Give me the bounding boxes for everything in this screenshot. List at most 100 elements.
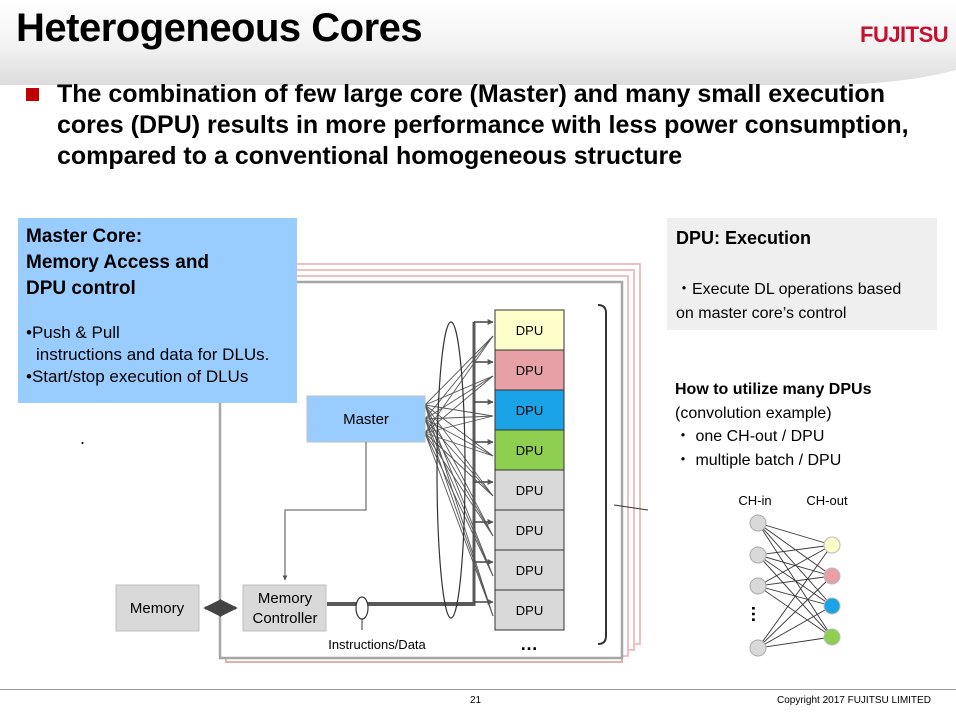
nn-output-node-4 <box>823 628 841 646</box>
dpu-callout-heading: DPU: Execution <box>676 228 812 248</box>
how-to-section: How to utilize many DPUs (convolution ex… <box>675 378 871 472</box>
nn-edge-4-2 <box>757 575 833 649</box>
how-to-item-1: ・ one CH-out / DPU <box>675 428 825 445</box>
dpu-cell-label-4: DPU <box>516 443 543 458</box>
copyright: Copyright 2017 FUJITSU LIMITED <box>777 695 931 706</box>
nn-nodes <box>749 514 841 657</box>
master-box <box>306 395 426 443</box>
title-curve <box>0 70 956 112</box>
nn-edge-2-1 <box>757 544 833 556</box>
how-to-subheading: (convolution example) <box>675 404 832 422</box>
nn-edge-3-2 <box>757 575 833 587</box>
fan-line-7-3 <box>424 432 494 577</box>
fan-line-8-3 <box>424 432 494 617</box>
fan-line-6-3 <box>424 432 494 537</box>
fan-line-6-1 <box>424 404 494 537</box>
fan-line-2-3 <box>424 375 494 434</box>
fan-line-7-2 <box>424 418 494 577</box>
bullet-square-icon <box>26 88 39 101</box>
fan-line-4-1 <box>424 404 494 457</box>
fan-line-4-2 <box>424 418 494 457</box>
fan-line-7-1 <box>424 404 494 577</box>
fan-line-4-3 <box>424 432 494 457</box>
master-callout-item-2-text: Start/stop execution of DLUs <box>31 367 249 386</box>
memory-controller-box <box>242 584 327 632</box>
master-callout-heading-2: Memory Access and <box>26 252 210 273</box>
dpu-cell-label-6: DPU <box>516 523 543 538</box>
master-callout-item-1: •Push & Pull <box>26 323 120 342</box>
bus-label: Instructions/Data <box>328 637 426 652</box>
footer-divider <box>0 689 956 690</box>
memctrl-label-line2: Controller <box>252 610 317 627</box>
nn-edge-1-2 <box>757 522 833 577</box>
fan-line-1-3 <box>424 335 494 434</box>
nn-connections <box>757 522 833 649</box>
dpu-execution-callout: DPU: Execution ・Execute DL operations ba… <box>667 218 937 330</box>
bus-taps <box>474 319 494 605</box>
nn-output-node-1 <box>823 536 841 554</box>
how-to-heading: How to utilize many DPUs <box>675 381 872 398</box>
nn-output-node-2 <box>823 567 841 585</box>
master-callout-item-1-line1: Push & Pull <box>31 323 120 342</box>
dpu-bracket <box>597 304 607 645</box>
nn-edge-2-3 <box>757 554 833 607</box>
fan-line-5-3 <box>424 432 494 497</box>
fan-line-1-1 <box>424 335 494 406</box>
fujitsu-logo: FUJITSU <box>860 22 949 47</box>
dpu-callout-line-1: ・Execute DL operations based <box>676 281 902 298</box>
dpu-cell-1 <box>494 309 565 351</box>
dpu-cell-label-2: DPU <box>516 363 543 378</box>
nn-edge-3-1 <box>757 544 833 587</box>
fan-line-3-3 <box>424 415 494 434</box>
fan-line-3-2 <box>424 415 494 420</box>
page-number: 21 <box>470 695 482 706</box>
fan-line-8-1 <box>424 404 494 617</box>
master-fan-lines <box>424 335 494 617</box>
page-title: Heterogeneous Cores <box>16 6 423 50</box>
fan-line-5-1 <box>424 404 494 497</box>
nn-input-node-2 <box>749 546 767 564</box>
master-to-memctrl-arrow <box>282 442 367 581</box>
nn-input-node-1 <box>749 514 767 532</box>
master-core-callout: Master Core: Memory Access and DPU contr… <box>18 218 297 403</box>
memory-label: Memory <box>130 600 185 617</box>
fan-line-3-1 <box>424 404 494 417</box>
nn-edge-1-1 <box>757 522 833 546</box>
fan-line-5-2 <box>424 418 494 497</box>
dpu-ellipsis: … <box>520 634 538 654</box>
nn-out-label: CH-out <box>806 493 848 508</box>
dpu-cell-label-8: DPU <box>516 603 543 618</box>
dpu-cell-3 <box>494 389 565 431</box>
lead-text: The combination of few large core (Maste… <box>57 80 909 170</box>
bracket-pointer <box>613 504 649 511</box>
fan-line-6-2 <box>424 418 494 537</box>
nn-in-label: CH-in <box>738 493 771 508</box>
stray-mark: . <box>80 428 86 448</box>
dpu-cell-6 <box>494 509 565 551</box>
how-to-item-2: ・ multiple batch / DPU <box>675 451 842 469</box>
nn-ellipsis: … <box>748 605 768 623</box>
master-callout-item-1-line2: instructions and data for DLUs. <box>36 345 270 364</box>
dpu-cell-8 <box>494 589 565 631</box>
fan-line-2-1 <box>424 375 494 406</box>
memory-box <box>115 584 200 632</box>
nn-edge-4-1 <box>757 544 833 649</box>
dpu-cell-label-1: DPU <box>516 323 543 338</box>
memctrl-label-line1: Memory <box>258 590 313 607</box>
master-callout-item-2: •Start/stop execution of DLUs <box>26 367 249 386</box>
bus-marker <box>355 596 369 620</box>
dpu-callout-line-2: on master core’s control <box>676 305 847 322</box>
dpu-stack: DPU DPU DPU DPU DPU DPU DPU DPU <box>494 309 565 631</box>
dpu-cell-label-7: DPU <box>516 563 543 578</box>
dpu-cell-label-5: DPU <box>516 483 543 498</box>
nn-output-node-3 <box>823 597 841 615</box>
fan-line-1-2 <box>424 335 494 420</box>
fan-line-8-2 <box>424 418 494 617</box>
dpu-cell-5 <box>494 469 565 511</box>
fan-line-2-2 <box>424 375 494 420</box>
master-callout-heading-1: Master Core: <box>26 226 143 247</box>
nn-input-node-4 <box>749 639 767 657</box>
fan-ellipse <box>436 321 466 619</box>
dpu-cell-label-3: DPU <box>516 403 543 418</box>
